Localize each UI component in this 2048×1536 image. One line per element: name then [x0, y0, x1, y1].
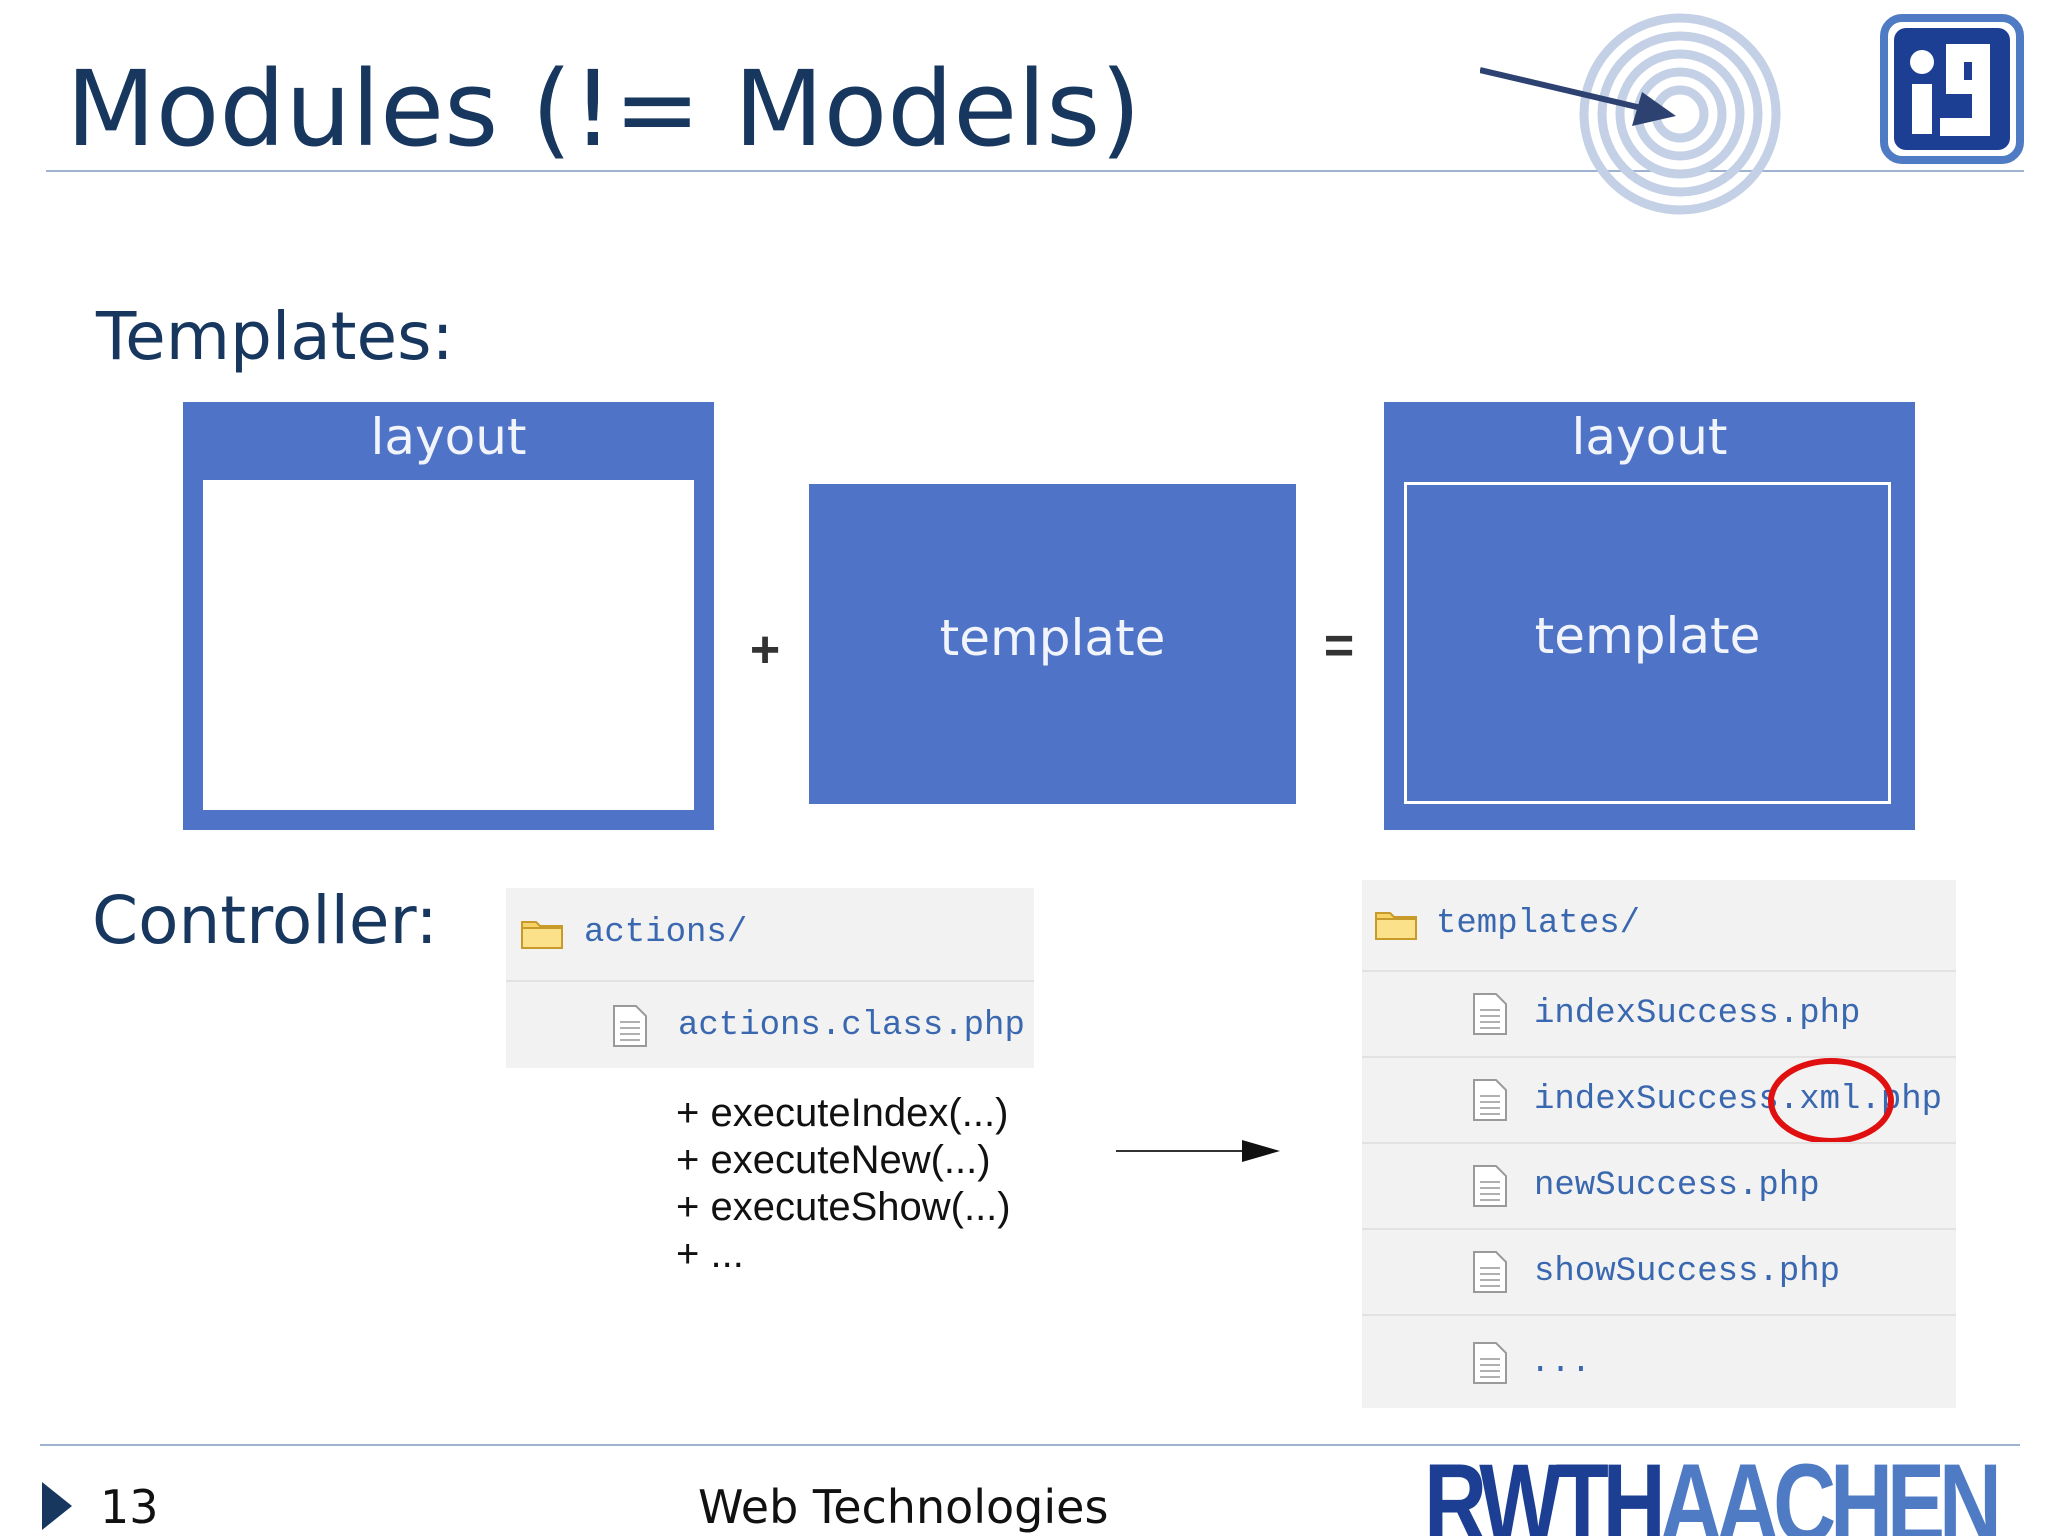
layout-right-caption: layout [1571, 408, 1728, 466]
plus-operator: + [749, 621, 781, 679]
template-file-row[interactable]: indexSuccess.php [1362, 970, 1956, 1056]
template-file-row[interactable]: indexSuccess.xml.php [1362, 1056, 1956, 1144]
arrow-right-icon [1116, 1140, 1280, 1162]
template-file-row[interactable]: newSuccess.php [1362, 1142, 1956, 1228]
layout-left-caption: layout [370, 408, 527, 466]
templates-folder-label: templates/ [1436, 905, 1641, 943]
actions-panel: actions/ actions.class.php [506, 888, 1034, 1068]
template-file-label: indexSuccess.php [1534, 995, 1861, 1033]
slide-title: Modules (!= Models) [66, 48, 1141, 170]
folder-icon [1375, 912, 1417, 940]
footer-rule [40, 1444, 2020, 1446]
method-item: + ... [676, 1232, 744, 1276]
result-template-caption: template [1534, 607, 1761, 665]
layout-box-right: layout template [1384, 402, 1915, 830]
methods-list: + executeIndex(...) + executeNew(...) + … [676, 1090, 1011, 1278]
actions-folder-row[interactable]: actions/ [506, 888, 1034, 978]
file-icon [1473, 1251, 1507, 1293]
template-file-label: newSuccess.php [1534, 1167, 1820, 1205]
highlight-circle [1768, 1058, 1894, 1144]
i9-logo-icon [1880, 14, 2024, 164]
templates-label: Templates: [96, 298, 454, 375]
actions-file-label: actions.class.php [678, 1007, 1025, 1045]
template-file-label: ... [1530, 1344, 1592, 1382]
footer-course: Web Technologies [698, 1480, 1109, 1534]
page-number: 13 [100, 1480, 159, 1534]
template-box: template [809, 484, 1296, 804]
template-file-row[interactable]: ... [1362, 1314, 1956, 1410]
logo-part-rwth: RWTH [1424, 1448, 1666, 1536]
actions-file-row[interactable]: actions.class.php [506, 980, 1034, 1070]
triangle-bullet-icon [42, 1482, 72, 1530]
logo-part-aachen: AACHEN [1659, 1448, 2002, 1536]
file-icon [1473, 1342, 1507, 1384]
method-item: + executeIndex(...) [676, 1091, 1009, 1135]
result-template-box: template [1404, 482, 1891, 804]
actions-folder-label: actions/ [584, 914, 748, 952]
title-rule [46, 170, 2024, 172]
layout-box-left: layout [183, 402, 714, 830]
template-file-label: showSuccess.php [1534, 1253, 1841, 1291]
file-icon [613, 1005, 647, 1047]
equals-operator: = [1323, 617, 1355, 675]
file-icon [1473, 1165, 1507, 1207]
controller-label: Controller: [92, 882, 438, 959]
template-caption: template [939, 609, 1166, 667]
template-file-row[interactable]: showSuccess.php [1362, 1228, 1956, 1314]
folder-icon [521, 921, 563, 949]
templates-folder-row[interactable]: templates/ [1362, 880, 1956, 968]
layout-empty-slot [203, 480, 694, 810]
templates-panel: templates/ indexSuccess.php indexSuccess… [1362, 880, 1956, 1408]
method-item: + executeNew(...) [676, 1138, 991, 1182]
template-file-label: indexSuccess.xml.php [1534, 1081, 1943, 1119]
rwth-aachen-logo: RWTHAACHEN [1424, 1448, 2024, 1536]
file-icon [1473, 993, 1507, 1035]
target-icon [1480, 13, 1781, 215]
method-item: + executeShow(...) [676, 1185, 1011, 1229]
file-icon [1473, 1079, 1507, 1121]
